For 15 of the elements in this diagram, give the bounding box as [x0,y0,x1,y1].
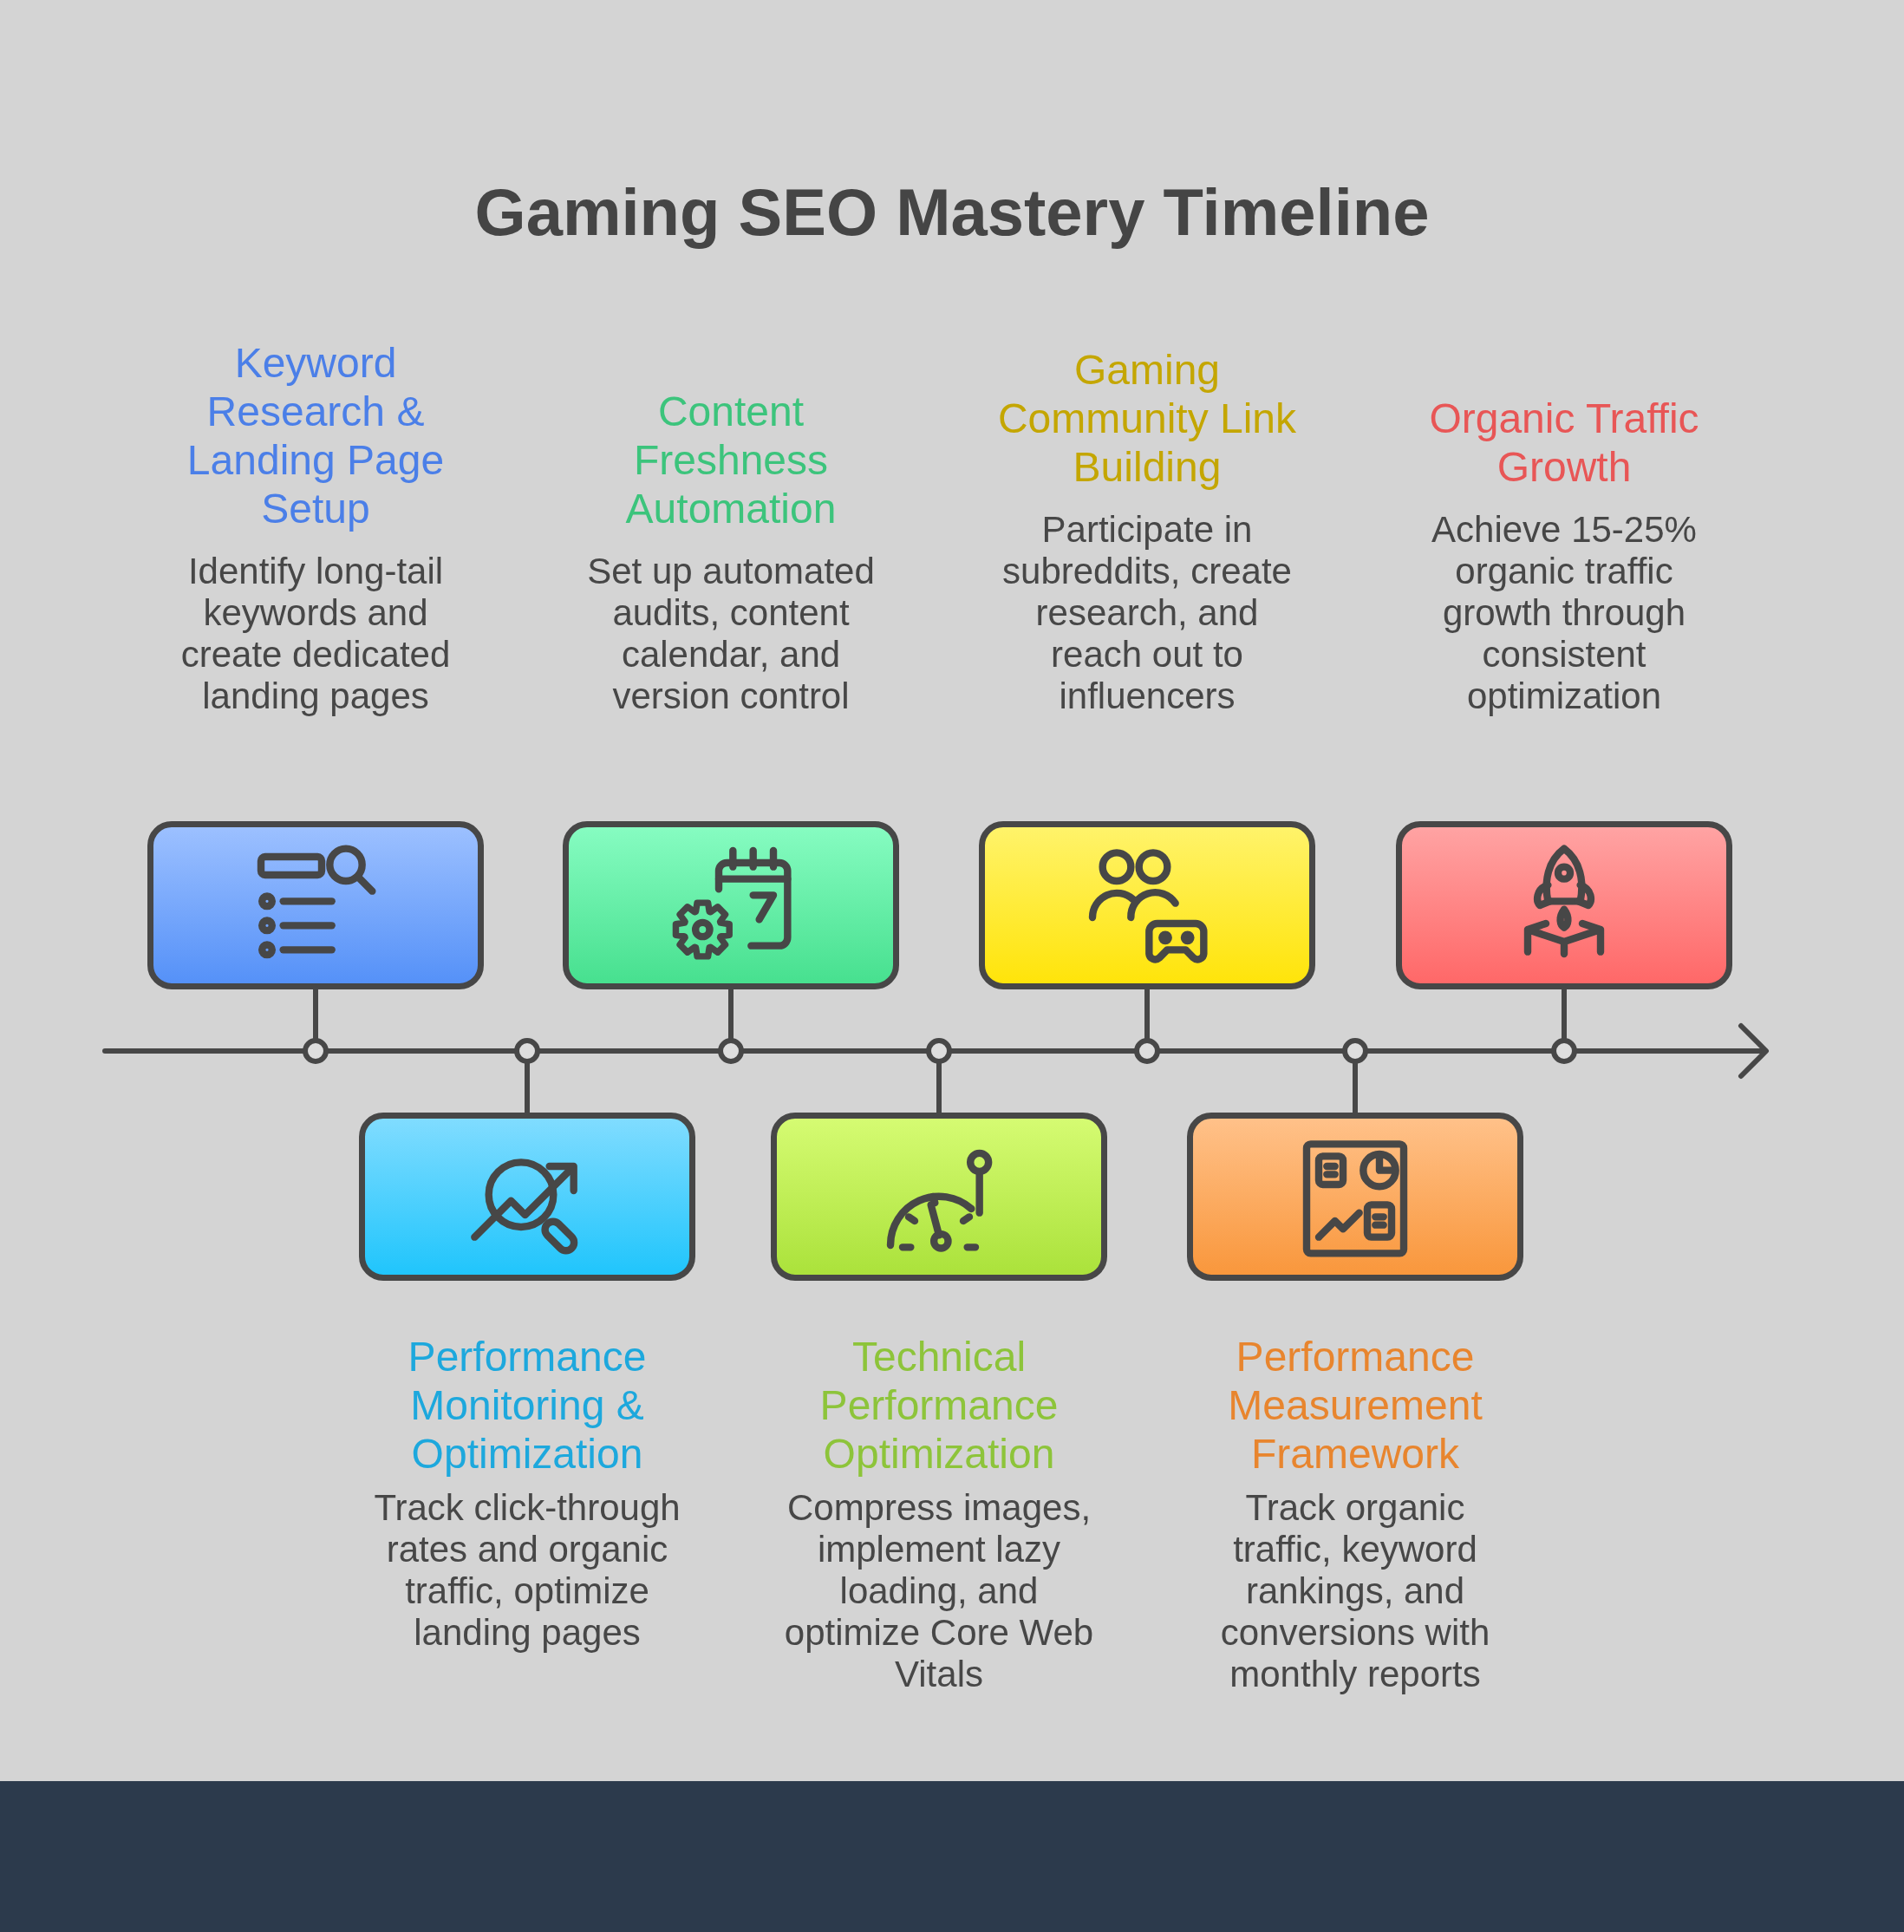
step-title: Technical Performance Optimization [818,1333,1060,1478]
step-description: Achieve 15-25% organic traffic growth through consistent optimization [1431,509,1698,717]
diagram-title: Gaming SEO Mastery Timeline [474,174,1430,251]
step-description: Identify long-tail keywords and create dedicated landing pages [179,551,452,717]
step-title: Gaming Community Link Building [996,346,1298,492]
step-description: Participate in subreddits, create research, and reach out to influencers [1001,509,1293,717]
step-description: Set up automated audits, content calendar, and version control [586,551,876,717]
step-title: Organic Traffic Growth [1428,395,1700,492]
step-description: Compress images, implement lazy loading, and optimize Core Web Vitals [783,1487,1095,1695]
step-description: Track click-through rates and organic traffic, optimize landing pages [373,1487,681,1654]
step-description: Track organic traffic, keyword rankings, and conversions with monthly reports [1219,1487,1491,1695]
step-title: Performance Monitoring & Optimization [407,1333,648,1478]
step-title: Keyword Research & Landing Page Setup [186,339,446,533]
step-title: Content Freshness Automation [624,388,838,533]
step-title: Performance Measurement Framework [1227,1333,1483,1478]
